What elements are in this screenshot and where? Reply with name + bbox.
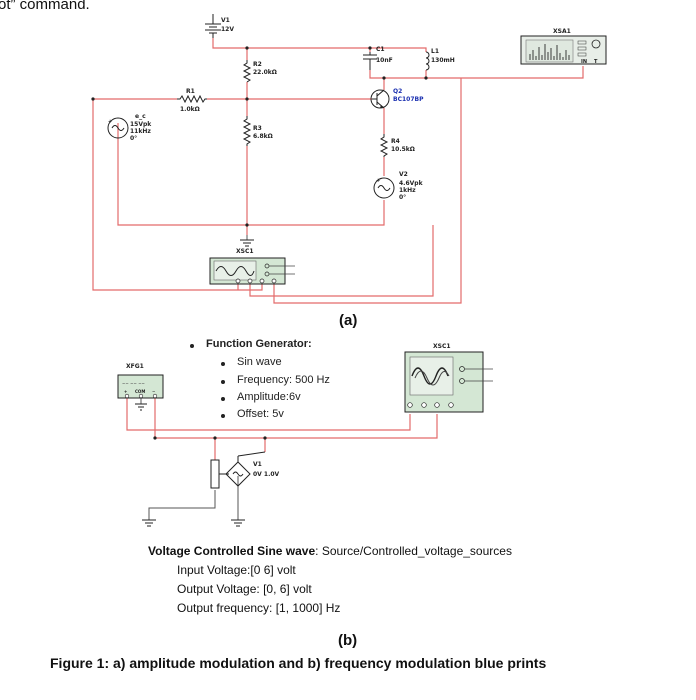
- vcs-output-frequency: Output frequency: [1, 1000] Hz: [177, 601, 341, 615]
- part-a-label: (a): [339, 312, 358, 329]
- r2-name: R2: [253, 61, 262, 68]
- v2-line1: 4.6Vpk: [399, 180, 424, 187]
- resistor-r4-icon: [379, 134, 389, 157]
- ground-b-left-icon: [142, 519, 156, 527]
- xfg1-pin-plus: +: [124, 389, 127, 394]
- ac-source-ec-icon: +: [107, 117, 129, 139]
- v2-name: V2: [399, 171, 408, 178]
- r4-value: 10.5kΩ: [391, 146, 415, 153]
- q2-name: Q2: [393, 88, 402, 95]
- svg-text:~~ ~~ ~~: ~~ ~~ ~~: [122, 381, 145, 386]
- bullet-item-amplitude: Amplitude:6v: [237, 391, 301, 403]
- xfg1-pin-minus: −: [152, 389, 155, 394]
- bullet-dot: [221, 380, 225, 384]
- xfg1-label: XFG1: [126, 363, 144, 370]
- r2-value: 22.0kΩ: [253, 69, 277, 76]
- r3-name: R3: [253, 125, 262, 132]
- v2-line3: 0°: [399, 194, 406, 201]
- battery-v1-icon: [205, 14, 221, 38]
- v2-line2: 1kHz: [399, 187, 416, 194]
- circuit-b-wires: [126, 396, 438, 520]
- r1-value: 1.0kΩ: [180, 106, 200, 113]
- oscilloscope-xsc1-b-icon: [404, 351, 493, 413]
- figure-caption: Figure 1: a) amplitude modulation and b)…: [50, 655, 547, 671]
- bullet-dot: [221, 414, 225, 418]
- ground-xfg1-icon: [135, 403, 147, 411]
- bullet-item-frequency: Frequency: 500 Hz: [237, 374, 330, 386]
- function-generator-title: Function Generator:: [206, 338, 312, 350]
- resistor-r1-icon: [177, 94, 207, 104]
- ec-line3: 0°: [130, 135, 137, 142]
- resistor-r2-icon: [242, 60, 252, 83]
- ground-b-right-icon: [231, 519, 245, 527]
- ac-source-v2-icon: +: [373, 177, 395, 199]
- vcs-v1-name: V1: [253, 461, 262, 468]
- xsc1-a-label: XSC1: [236, 248, 254, 255]
- oscilloscope-xsc1-a-icon: [209, 257, 295, 285]
- bullet-dot: [190, 344, 194, 348]
- bullet-item-waveform: Sin wave: [237, 356, 282, 368]
- xsa1-label: XSA1: [553, 28, 571, 35]
- r3-value: 6.8kΩ: [253, 133, 273, 140]
- svg-text:+: +: [108, 119, 112, 125]
- vcs-source-path: : Source/Controlled_voltage_sources: [315, 544, 512, 558]
- resistor-r3-icon: [242, 116, 252, 146]
- junctions-a: [91, 46, 428, 227]
- top-text-fragment: ot” command.: [0, 0, 90, 13]
- c1-value: 10nF: [376, 57, 393, 64]
- ground-a-icon: [240, 235, 254, 247]
- part-b-label: (b): [338, 632, 358, 649]
- xsa1-pin-in: IN: [581, 59, 587, 65]
- vcs-input-voltage: Input Voltage:[0 6] volt: [177, 563, 296, 577]
- c1-name: C1: [376, 46, 385, 53]
- v1-value: 12V: [221, 26, 234, 33]
- inductor-l1-icon: [425, 51, 430, 71]
- voltage-controlled-source-icon: [210, 451, 266, 489]
- bullet-dot: [221, 397, 225, 401]
- spectrum-analyzer-xsa1-icon: [520, 35, 607, 65]
- l1-value: 130mH: [431, 57, 455, 64]
- circuit-a-wires: [92, 38, 584, 304]
- bullet-dot: [221, 362, 225, 366]
- vcs-v1-value: 0V 1.0V: [253, 471, 280, 478]
- ec-line1: 15Vpk: [130, 121, 152, 128]
- xsa1-pin-t: T: [594, 59, 598, 65]
- junctions-b: [153, 436, 267, 440]
- vcs-heading-line: Voltage Controlled Sine wave: Source/Con…: [148, 544, 512, 558]
- bullet-item-offset: Offset: 5v: [237, 408, 284, 420]
- capacitor-c1-icon: [363, 52, 377, 70]
- r1-name: R1: [186, 88, 195, 95]
- vcs-heading: Voltage Controlled Sine wave: [148, 544, 316, 558]
- xsc1-b-label: XSC1: [433, 343, 451, 350]
- l1-name: L1: [431, 48, 439, 55]
- ec-name: e_c: [135, 113, 146, 120]
- q2-value: BC107BP: [393, 96, 424, 103]
- svg-text:+: +: [376, 178, 380, 184]
- transistor-q2-icon: [370, 89, 390, 109]
- vcs-output-voltage: Output Voltage: [0, 6] volt: [177, 582, 312, 596]
- function-generator-xfg1-icon: ~~ ~~ ~~: [117, 374, 164, 399]
- ec-line2: 11kHz: [130, 128, 151, 135]
- v1-name: V1: [221, 17, 230, 24]
- r4-name: R4: [391, 138, 400, 145]
- xfg1-pin-com: COM: [135, 389, 145, 394]
